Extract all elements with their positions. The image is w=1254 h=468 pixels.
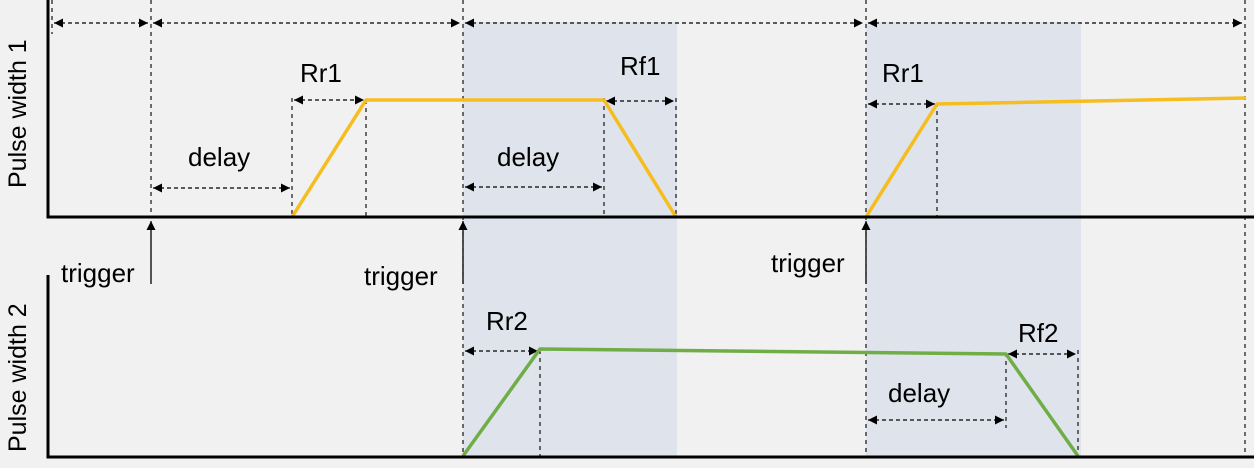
label-rr1-second: Rr1 <box>882 58 924 88</box>
axis-title-pulse-width-1: Pulse width 1 <box>4 39 32 188</box>
label-rr2: Rr2 <box>486 306 528 336</box>
vertical-guides <box>51 0 1246 457</box>
top-axis <box>46 0 1254 219</box>
shaded-region-1 <box>463 22 677 457</box>
axis-title-pulse-width-2: Pulse width 2 <box>4 303 32 452</box>
label-trigger-second: trigger <box>364 261 438 291</box>
trigger-arrows <box>146 221 871 284</box>
bottom-axis <box>46 275 1254 459</box>
shaded-region-2 <box>866 22 1081 457</box>
label-rf2: Rf2 <box>1018 318 1058 348</box>
label-trigger-third: trigger <box>771 248 845 278</box>
pulse-width-1-waveform-a <box>290 98 678 218</box>
pulse-width-2-waveform <box>461 347 1080 458</box>
label-delay-second: delay <box>497 142 559 172</box>
label-delay-third: delay <box>888 378 950 408</box>
label-rr1-first: Rr1 <box>300 58 342 88</box>
label-trigger-first: trigger <box>61 258 135 288</box>
label-rf1: Rf1 <box>620 51 660 81</box>
pulse-width-1-waveform-b <box>864 96 1247 218</box>
label-delay-first: delay <box>188 142 250 172</box>
segment-arrows <box>153 95 1076 425</box>
